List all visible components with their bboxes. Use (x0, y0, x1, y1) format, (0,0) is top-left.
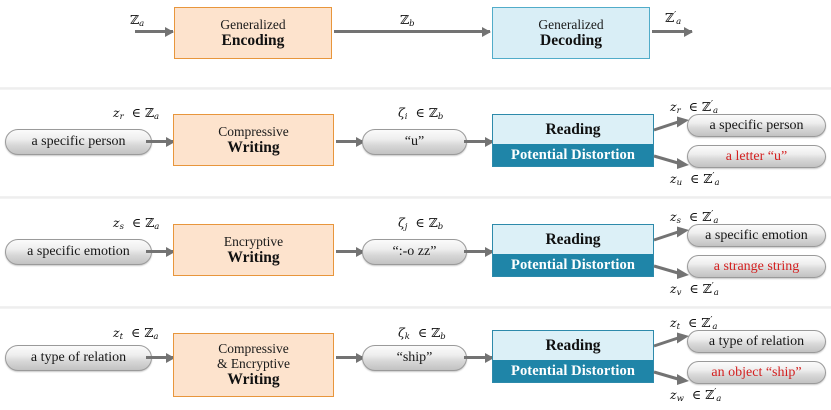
row3-writing-line1: & Encryptive (216, 356, 291, 372)
row3-out-bottom-label: an object “ship” (711, 364, 802, 380)
row2-out-bottom-math: zv ∈ ℤ′a (670, 281, 719, 298)
row2-code-math: ζj ∈ ℤb (398, 215, 444, 232)
row2-source-pill[interactable]: a specific emotion (5, 239, 152, 265)
row2-out-arrows (653, 226, 689, 279)
row2-arrow-1 (146, 250, 174, 253)
row3-out-arrows (653, 332, 689, 385)
row2-out-top-pill[interactable]: a specific emotion (687, 224, 826, 247)
row1-reading-box[interactable]: Reading Potential Distortion (492, 114, 654, 167)
row1-source-pill-label: a specific person (31, 134, 126, 149)
row0-middle-math: ℤb (400, 12, 415, 29)
row0-arrow-out (652, 30, 692, 33)
generalized-encoding-box[interactable]: Generalized Encoding (174, 7, 332, 59)
encoding-line2: Encoding (221, 31, 285, 49)
decoding-line2: Decoding (540, 31, 602, 49)
row0-input-math: ℤa (130, 12, 145, 29)
row3-source-pill[interactable]: a type of relation (5, 345, 152, 371)
row3-source-math: zt ∈ ℤa (113, 325, 159, 342)
row3-code-pill[interactable]: “ship” (362, 345, 467, 371)
row3-out-bottom-math: zw ∈ ℤ′a (670, 387, 722, 404)
row-separator-1 (0, 87, 831, 90)
row2-reading-label: Reading (493, 225, 653, 254)
row2-writing-box[interactable]: Encryptive Writing (173, 224, 334, 276)
row0-arrow-in (135, 30, 173, 33)
row1-reading-label: Reading (493, 115, 653, 144)
row1-out-bottom-label: a letter “u” (725, 148, 788, 164)
row1-out-bottom-math: zu ∈ ℤ′a (670, 171, 720, 188)
row2-source-pill-label: a specific emotion (27, 244, 130, 259)
row2-out-bottom-label: a strange string (713, 258, 800, 274)
row1-writing-line2: Writing (227, 138, 280, 156)
row2-writing-line1: Encryptive (223, 233, 284, 249)
row2-out-bottom-pill[interactable]: a strange string (687, 255, 826, 278)
row1-code-math: ζi ∈ ℤb (398, 105, 444, 122)
row3-out-top-math: zt ∈ ℤ′a (670, 315, 718, 332)
row3-out-bottom-pill[interactable]: an object “ship” (687, 361, 826, 384)
row1-out-top-pill[interactable]: a specific person (687, 114, 826, 137)
decoding-line1: Generalized (538, 16, 604, 32)
row1-arrow-2 (336, 140, 364, 143)
row3-arrow-1 (146, 356, 174, 359)
row1-code-pill[interactable]: “u” (362, 129, 467, 155)
row1-out-bottom-pill[interactable]: a letter “u” (687, 145, 826, 168)
row2-out-top-label: a specific emotion (705, 227, 808, 243)
row1-arrow-1 (146, 140, 174, 143)
row3-reading-label: Reading (493, 331, 653, 360)
row1-source-math: zr ∈ ℤa (113, 105, 160, 122)
row1-out-top-label: a specific person (709, 117, 804, 133)
row3-writing-box[interactable]: Compressive & Encryptive Writing (173, 333, 334, 397)
row2-code-pill-label: “:-o zz” (392, 244, 437, 259)
row3-code-pill-label: “ship” (396, 350, 433, 365)
row1-source-pill[interactable]: a specific person (5, 129, 152, 155)
row2-out-top-math: zs ∈ ℤ′a (670, 209, 719, 226)
row3-arrow-3 (464, 356, 493, 359)
row2-source-math: zs ∈ ℤa (113, 215, 160, 232)
row2-writing-line2: Writing (227, 248, 280, 266)
row1-out-arrows (653, 116, 689, 169)
row1-writing-line1: Compressive (218, 123, 289, 139)
row3-out-top-label: a type of relation (708, 333, 805, 349)
row3-out-top-pill[interactable]: a type of relation (687, 330, 826, 353)
row0-output-math: ℤ′a (665, 10, 682, 27)
row2-arrow-2 (336, 250, 364, 253)
row2-reading-box[interactable]: Reading Potential Distortion (492, 224, 654, 277)
encoding-line1: Generalized (220, 16, 286, 32)
row1-writing-box[interactable]: Compressive Writing (173, 114, 334, 166)
generalized-decoding-box[interactable]: Generalized Decoding (492, 7, 650, 59)
row3-arrow-2 (336, 356, 364, 359)
row3-writing-line0: Compressive (218, 341, 289, 357)
row1-code-pill-label: “u” (404, 134, 425, 149)
row3-reading-box[interactable]: Reading Potential Distortion (492, 330, 654, 383)
row3-distortion-label: Potential Distortion (493, 360, 653, 382)
row1-out-top-math: zr ∈ ℤ′a (670, 99, 719, 116)
row1-arrow-3 (464, 140, 493, 143)
row0-arrow-mid (334, 30, 490, 33)
row2-arrow-3 (464, 250, 493, 253)
row2-code-pill[interactable]: “:-o zz” (362, 239, 467, 265)
row3-source-pill-label: a type of relation (30, 350, 127, 365)
row2-distortion-label: Potential Distortion (493, 254, 653, 276)
row-separator-2 (0, 196, 831, 199)
row1-distortion-label: Potential Distortion (493, 144, 653, 166)
row-separator-3 (0, 306, 831, 309)
row3-writing-line2: Writing (227, 371, 280, 389)
row3-code-math: ζk ∈ ℤb (398, 325, 446, 342)
